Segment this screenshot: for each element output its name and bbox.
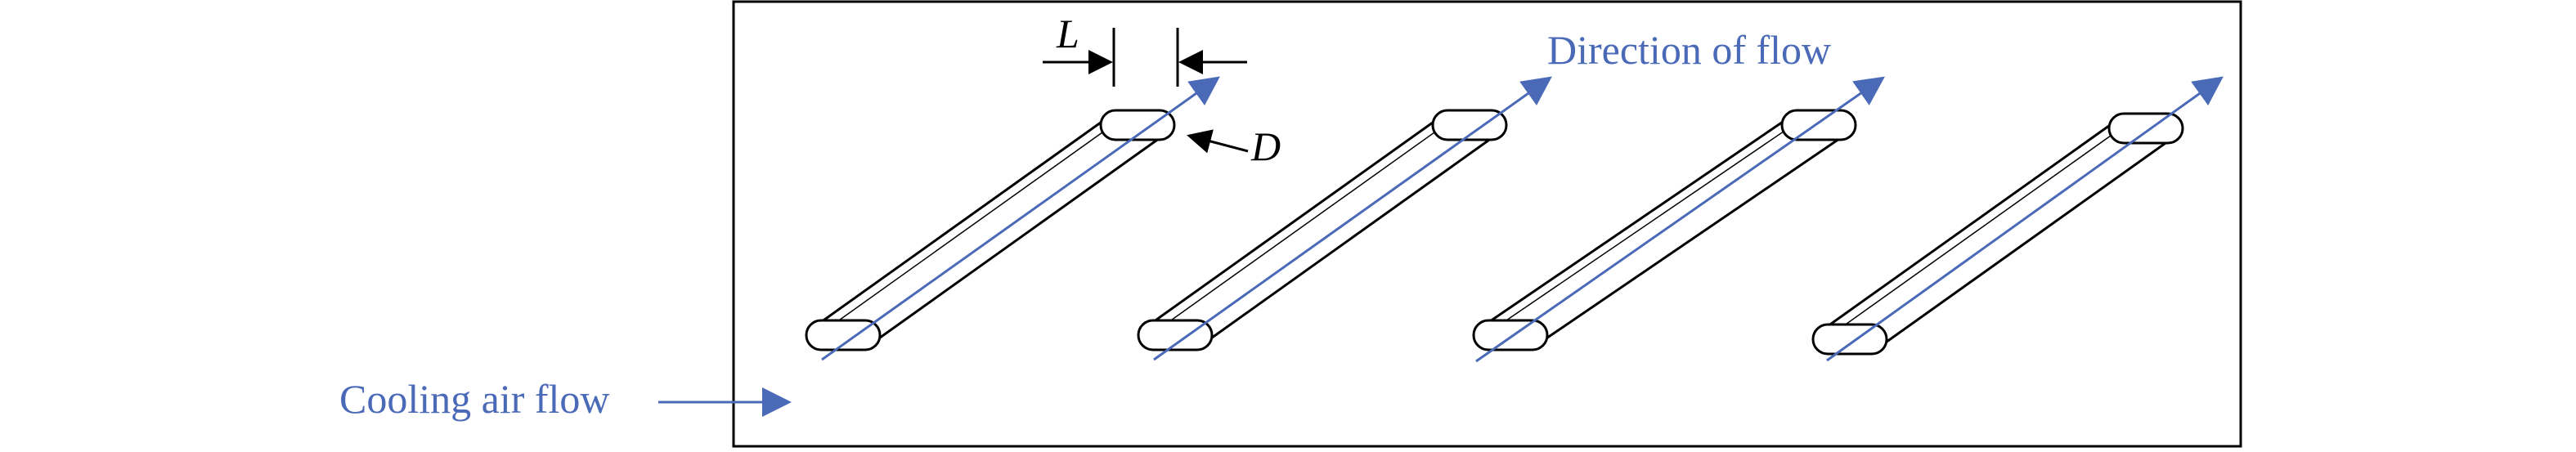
channel-2-flow-arrow [1153,76,1552,361]
channel-3-flow-arrow [1475,76,1885,363]
channel-3-inner-edge [1503,111,1813,323]
channel-3-outlet-end [1780,109,1857,141]
channel-3-lower-edge [1543,128,1853,342]
channel-4-inner-edge [1842,114,2140,327]
cooling-air-flow-label: Cooling air flow [339,376,610,422]
channel-2-inner-edge [1168,111,1464,323]
channel-1-upper-edge [809,119,1105,332]
channel-4-inlet-end [1811,323,1888,356]
channel-4-flow-arrow [1826,76,2224,362]
channel-1-flow-arrow [821,76,1220,361]
dimension-L: L [1043,11,1247,87]
channel-1-outlet-end [1099,109,1176,141]
channel-3-upper-edge [1476,119,1786,332]
channel-group [805,76,2224,363]
channel-1 [805,76,1220,361]
direction-of-flow-label: Direction of flow [1547,27,1831,73]
channel-4-upper-edge [1815,122,2113,336]
dimension-D-arrow [1187,129,1249,154]
channel-2 [1137,76,1552,361]
channel-2-outlet-end [1431,109,1508,141]
dimension-L-label: L [1056,11,1079,56]
diagram-frame [732,0,2242,448]
channel-2-upper-edge [1141,119,1437,332]
dimension-D-label: D [1250,123,1281,169]
channel-1-lower-edge [876,128,1172,342]
channel-4-lower-edge [1883,132,2180,346]
channel-3 [1472,76,1885,363]
channel-4-outlet-end [2107,112,2184,145]
dimension-D: D [1187,123,1281,169]
channel-4 [1811,76,2224,362]
channel-1-inlet-end [805,319,882,351]
channel-1-inner-edge [836,111,1132,323]
channel-2-inlet-end [1137,319,1214,351]
channel-3-inlet-end [1472,319,1549,351]
channel-2-lower-edge [1208,128,1504,342]
